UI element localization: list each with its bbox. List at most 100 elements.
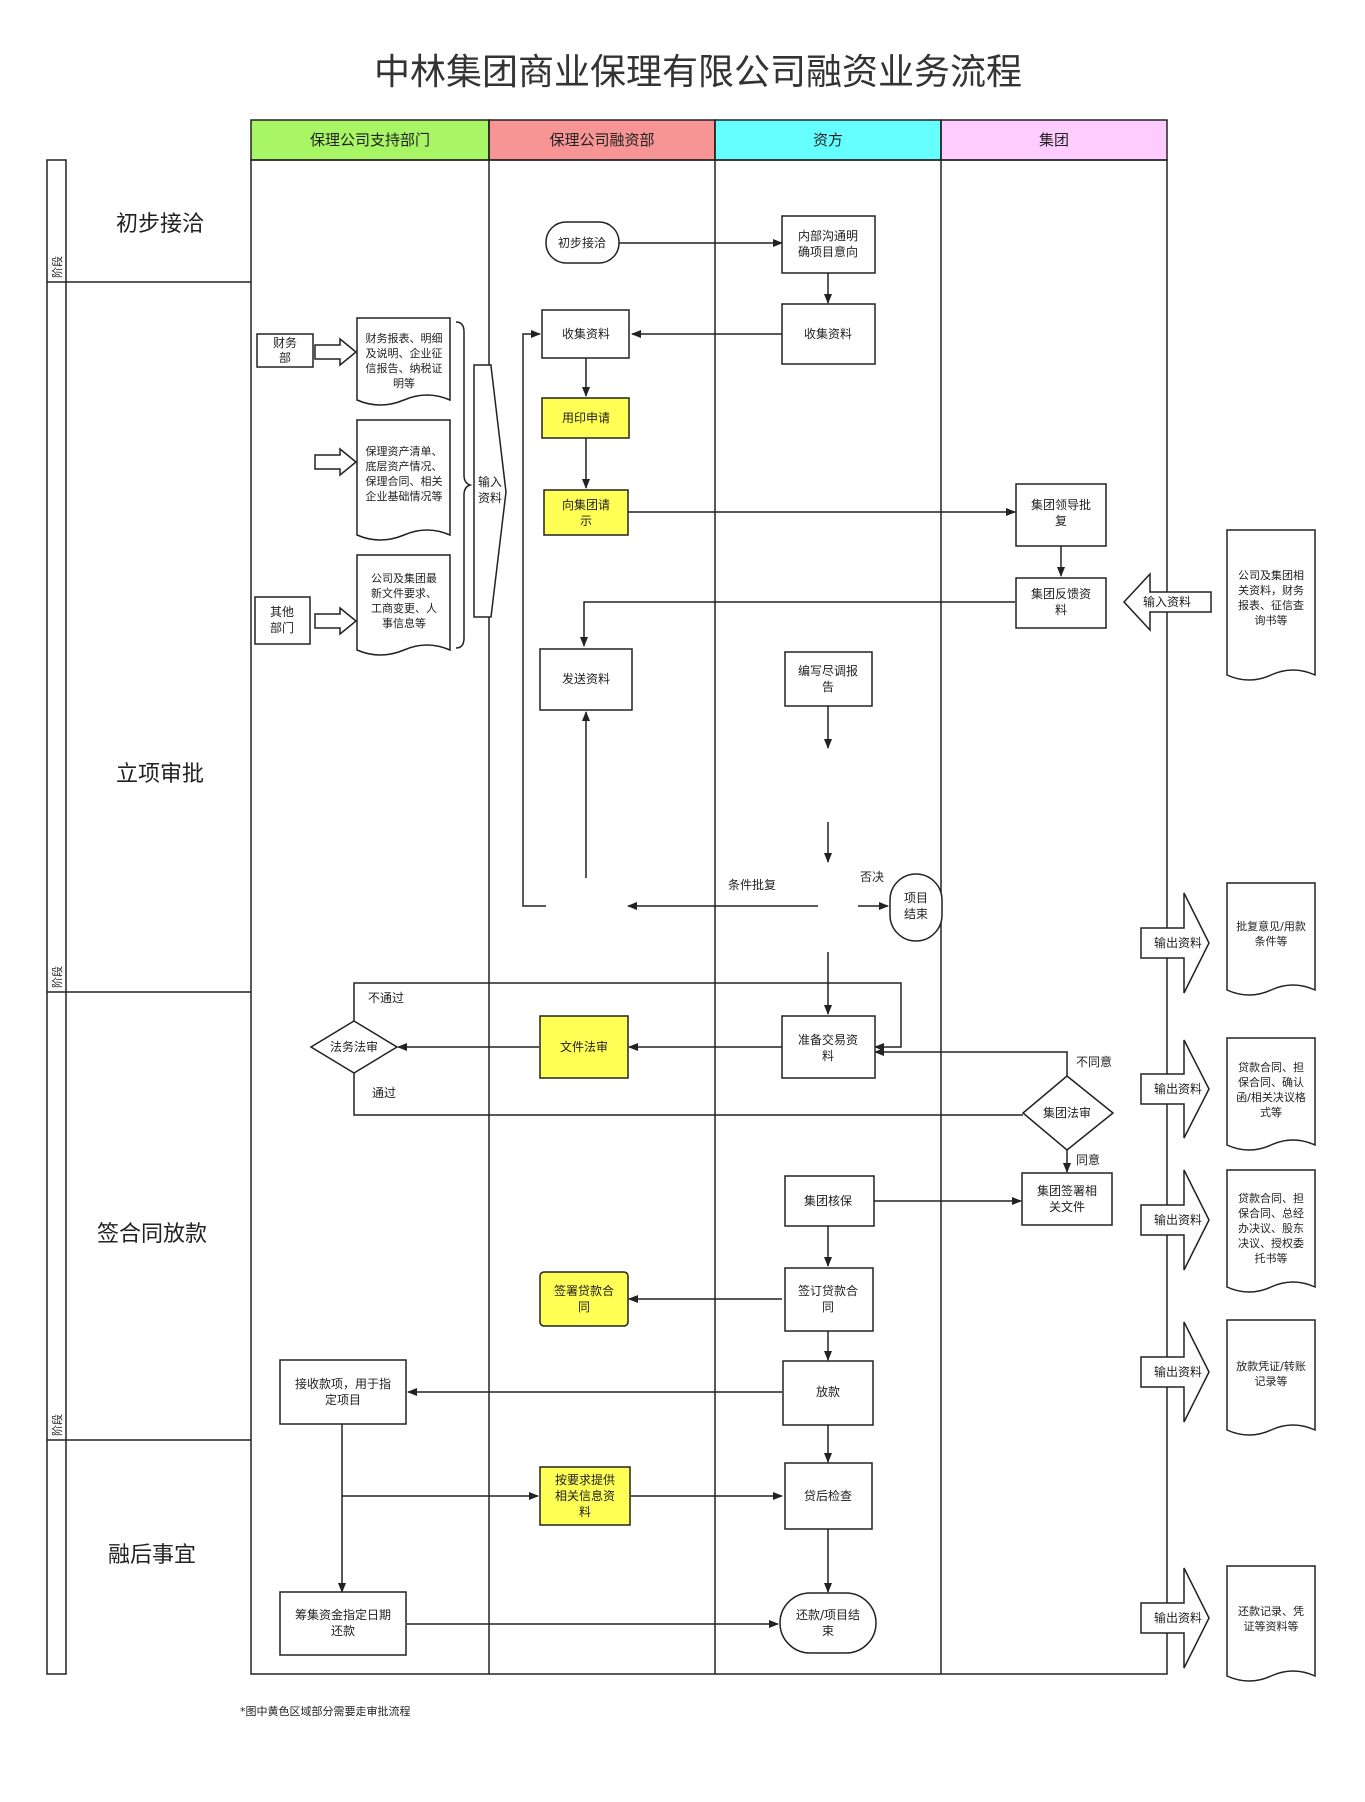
svg-text:发送资料: 发送资料	[562, 671, 610, 686]
svg-text:底层资产情况、: 底层资产情况、	[366, 459, 443, 473]
svg-text:文件法审: 文件法审	[560, 1039, 608, 1054]
side-output-arrow: 输出资料	[1140, 1567, 1210, 1669]
input-arrow-icon	[314, 337, 358, 367]
node-seal-application: 用印申请	[541, 397, 630, 439]
svg-text:还款记录、凭: 还款记录、凭	[1238, 1604, 1304, 1618]
stage-project-approval: 立项审批	[116, 762, 204, 787]
svg-text:条件等: 条件等	[1255, 934, 1288, 948]
svg-text:编写尽调报: 编写尽调报	[798, 663, 858, 678]
svg-text:用印申请: 用印申请	[562, 411, 610, 425]
doc-latest-requirements: 公司及集团最 新文件要求、 工商变更、人 事信息等	[356, 554, 451, 656]
node-group-sign-documents: 集团签署相 关文件	[1021, 1172, 1113, 1226]
node-document-legal-review: 文件法审	[539, 1015, 629, 1079]
svg-text:资料: 资料	[478, 491, 502, 505]
edge-label-agree: 同意	[1076, 1152, 1100, 1167]
svg-text:部: 部	[279, 350, 291, 365]
side-output-arrow: 输出资料	[1140, 892, 1210, 994]
svg-text:收集资料: 收集资料	[804, 326, 852, 341]
input-arrow-icon	[314, 447, 358, 477]
node-collect-data-finance: 收集资料	[541, 309, 630, 359]
svg-text:定项目: 定项目	[325, 1392, 361, 1407]
svg-text:准备交易资: 准备交易资	[798, 1032, 858, 1047]
svg-text:放款凭证/转账: 放款凭证/转账	[1236, 1359, 1306, 1373]
svg-text:企业基础情况等: 企业基础情况等	[366, 489, 443, 503]
side-output-document: 还款记录、凭 证等资料等	[1226, 1565, 1316, 1682]
svg-text:料: 料	[822, 1049, 834, 1063]
edge-label-reject: 否决	[860, 870, 884, 884]
svg-text:向集团请: 向集团请	[562, 497, 610, 512]
node-receive-funds: 接收款项，用于指 定项目	[279, 1359, 407, 1425]
edge-label-disagree: 不同意	[1076, 1054, 1112, 1069]
svg-text:托书等: 托书等	[1255, 1251, 1288, 1265]
page-title: 中林集团商业保理有限公司融资业务流程	[374, 52, 1022, 93]
node-legal-review: 法务法审	[309, 1020, 399, 1074]
node-collect-data-investor: 收集资料	[781, 303, 876, 365]
stage-tag: 阶段	[50, 1414, 64, 1436]
svg-text:询书等: 询书等	[1255, 613, 1288, 627]
svg-text:按要求提供: 按要求提供	[555, 1472, 615, 1487]
node-project-end: 项目 结束	[889, 873, 943, 942]
svg-text:证等资料等: 证等资料等	[1244, 1619, 1299, 1633]
side-output-document: 批复意见/用款 条件等	[1226, 882, 1316, 996]
svg-text:项目: 项目	[904, 891, 928, 905]
lane-label-support: 保理公司支持部门	[310, 131, 430, 149]
svg-text:财务: 财务	[273, 335, 297, 350]
stage-tag: 阶段	[50, 256, 64, 278]
node-send-data: 发送资料	[539, 648, 633, 711]
lane-header-group: 集团	[940, 119, 1168, 161]
edge-label-conditional: 条件批复	[728, 877, 776, 892]
node-due-diligence-report: 编写尽调报 告	[784, 651, 873, 707]
svg-text:公司及集团相: 公司及集团相	[1238, 568, 1304, 582]
svg-text:集团核保: 集团核保	[804, 1193, 852, 1208]
edge-label-fail: 不通过	[368, 991, 404, 1005]
stage-column: 阶段 阶段 阶段 初步接洽 立项审批 签合同放款 融后事宜	[46, 159, 251, 1675]
svg-text:集团签署相: 集团签署相	[1037, 1183, 1097, 1198]
input-data-arrow: 输入 资料	[473, 364, 507, 618]
node-group-guarantee: 集团核保	[784, 1175, 875, 1227]
input-arrow-icon	[314, 606, 358, 636]
side-output-arrow: 输出资料	[1140, 1321, 1210, 1423]
svg-text:保合同、确认: 保合同、确认	[1238, 1075, 1304, 1089]
svg-text:束: 束	[822, 1624, 834, 1638]
node-finance-dept: 财务 部	[256, 333, 314, 368]
node-group-legal-review: 集团法审	[1021, 1075, 1115, 1151]
svg-text:同: 同	[822, 1300, 834, 1314]
svg-text:输入: 输入	[478, 474, 502, 489]
node-post-loan-check: 贷后检查	[784, 1462, 873, 1530]
svg-text:输出资料: 输出资料	[1154, 1610, 1202, 1625]
svg-text:财务报表、明细: 财务报表、明细	[366, 331, 443, 345]
lane-header-support: 保理公司支持部门	[250, 119, 490, 161]
doc-factoring-assets: 保理资产清单、 底层资产情况、 保理合同、相关 企业基础情况等	[356, 419, 451, 541]
side-output-arrow: 输出资料	[1140, 1039, 1210, 1139]
side-output-document: 放款凭证/转账 记录等	[1226, 1319, 1316, 1436]
svg-text:内部沟通明: 内部沟通明	[798, 228, 858, 243]
lane-header-finance: 保理公司融资部	[488, 119, 716, 161]
node-repayment-end: 还款/项目结 束	[779, 1592, 877, 1654]
svg-text:料: 料	[579, 1505, 591, 1519]
connectors	[338, 239, 1071, 1628]
svg-text:新文件要求、: 新文件要求、	[371, 586, 437, 600]
svg-text:部门: 部门	[270, 620, 294, 635]
svg-text:同: 同	[578, 1300, 590, 1314]
svg-text:料: 料	[1055, 603, 1067, 617]
footnote: *图中黄色区域部分需要走审批流程	[240, 1704, 411, 1718]
svg-text:签署贷款合: 签署贷款合	[554, 1283, 614, 1298]
svg-text:复: 复	[1055, 514, 1067, 528]
node-internal-communication: 内部沟通明 确项目意向	[781, 215, 876, 274]
svg-text:集团法审: 集团法审	[1043, 1105, 1091, 1120]
svg-text:保理合同、相关: 保理合同、相关	[366, 474, 443, 488]
svg-text:工商变更、人: 工商变更、人	[371, 601, 437, 615]
svg-text:函/相关决议格: 函/相关决议格	[1236, 1090, 1306, 1104]
svg-text:接收款项，用于指: 接收款项，用于指	[295, 1376, 391, 1391]
brace-shape	[455, 321, 473, 649]
side-input-arrow: 输入资料	[1122, 572, 1212, 632]
side-input-document: 公司及集团相 关资料，财务 报表、征信查 询书等	[1226, 529, 1316, 681]
node-disburse: 放款	[782, 1360, 874, 1426]
doc-financial-statements: 财务报表、明细 及说明、企业征 信报告、纳税证 明等	[356, 317, 451, 406]
svg-text:办决议、股东: 办决议、股东	[1238, 1222, 1304, 1235]
lane-label-group: 集团	[1039, 131, 1069, 149]
svg-text:还款: 还款	[331, 1624, 355, 1638]
svg-text:贷款合同、担: 贷款合同、担	[1238, 1060, 1304, 1074]
lane-header-investor: 资方	[714, 119, 942, 161]
side-output-document: 贷款合同、担 保合同、确认 函/相关决议格 式等	[1226, 1037, 1316, 1151]
